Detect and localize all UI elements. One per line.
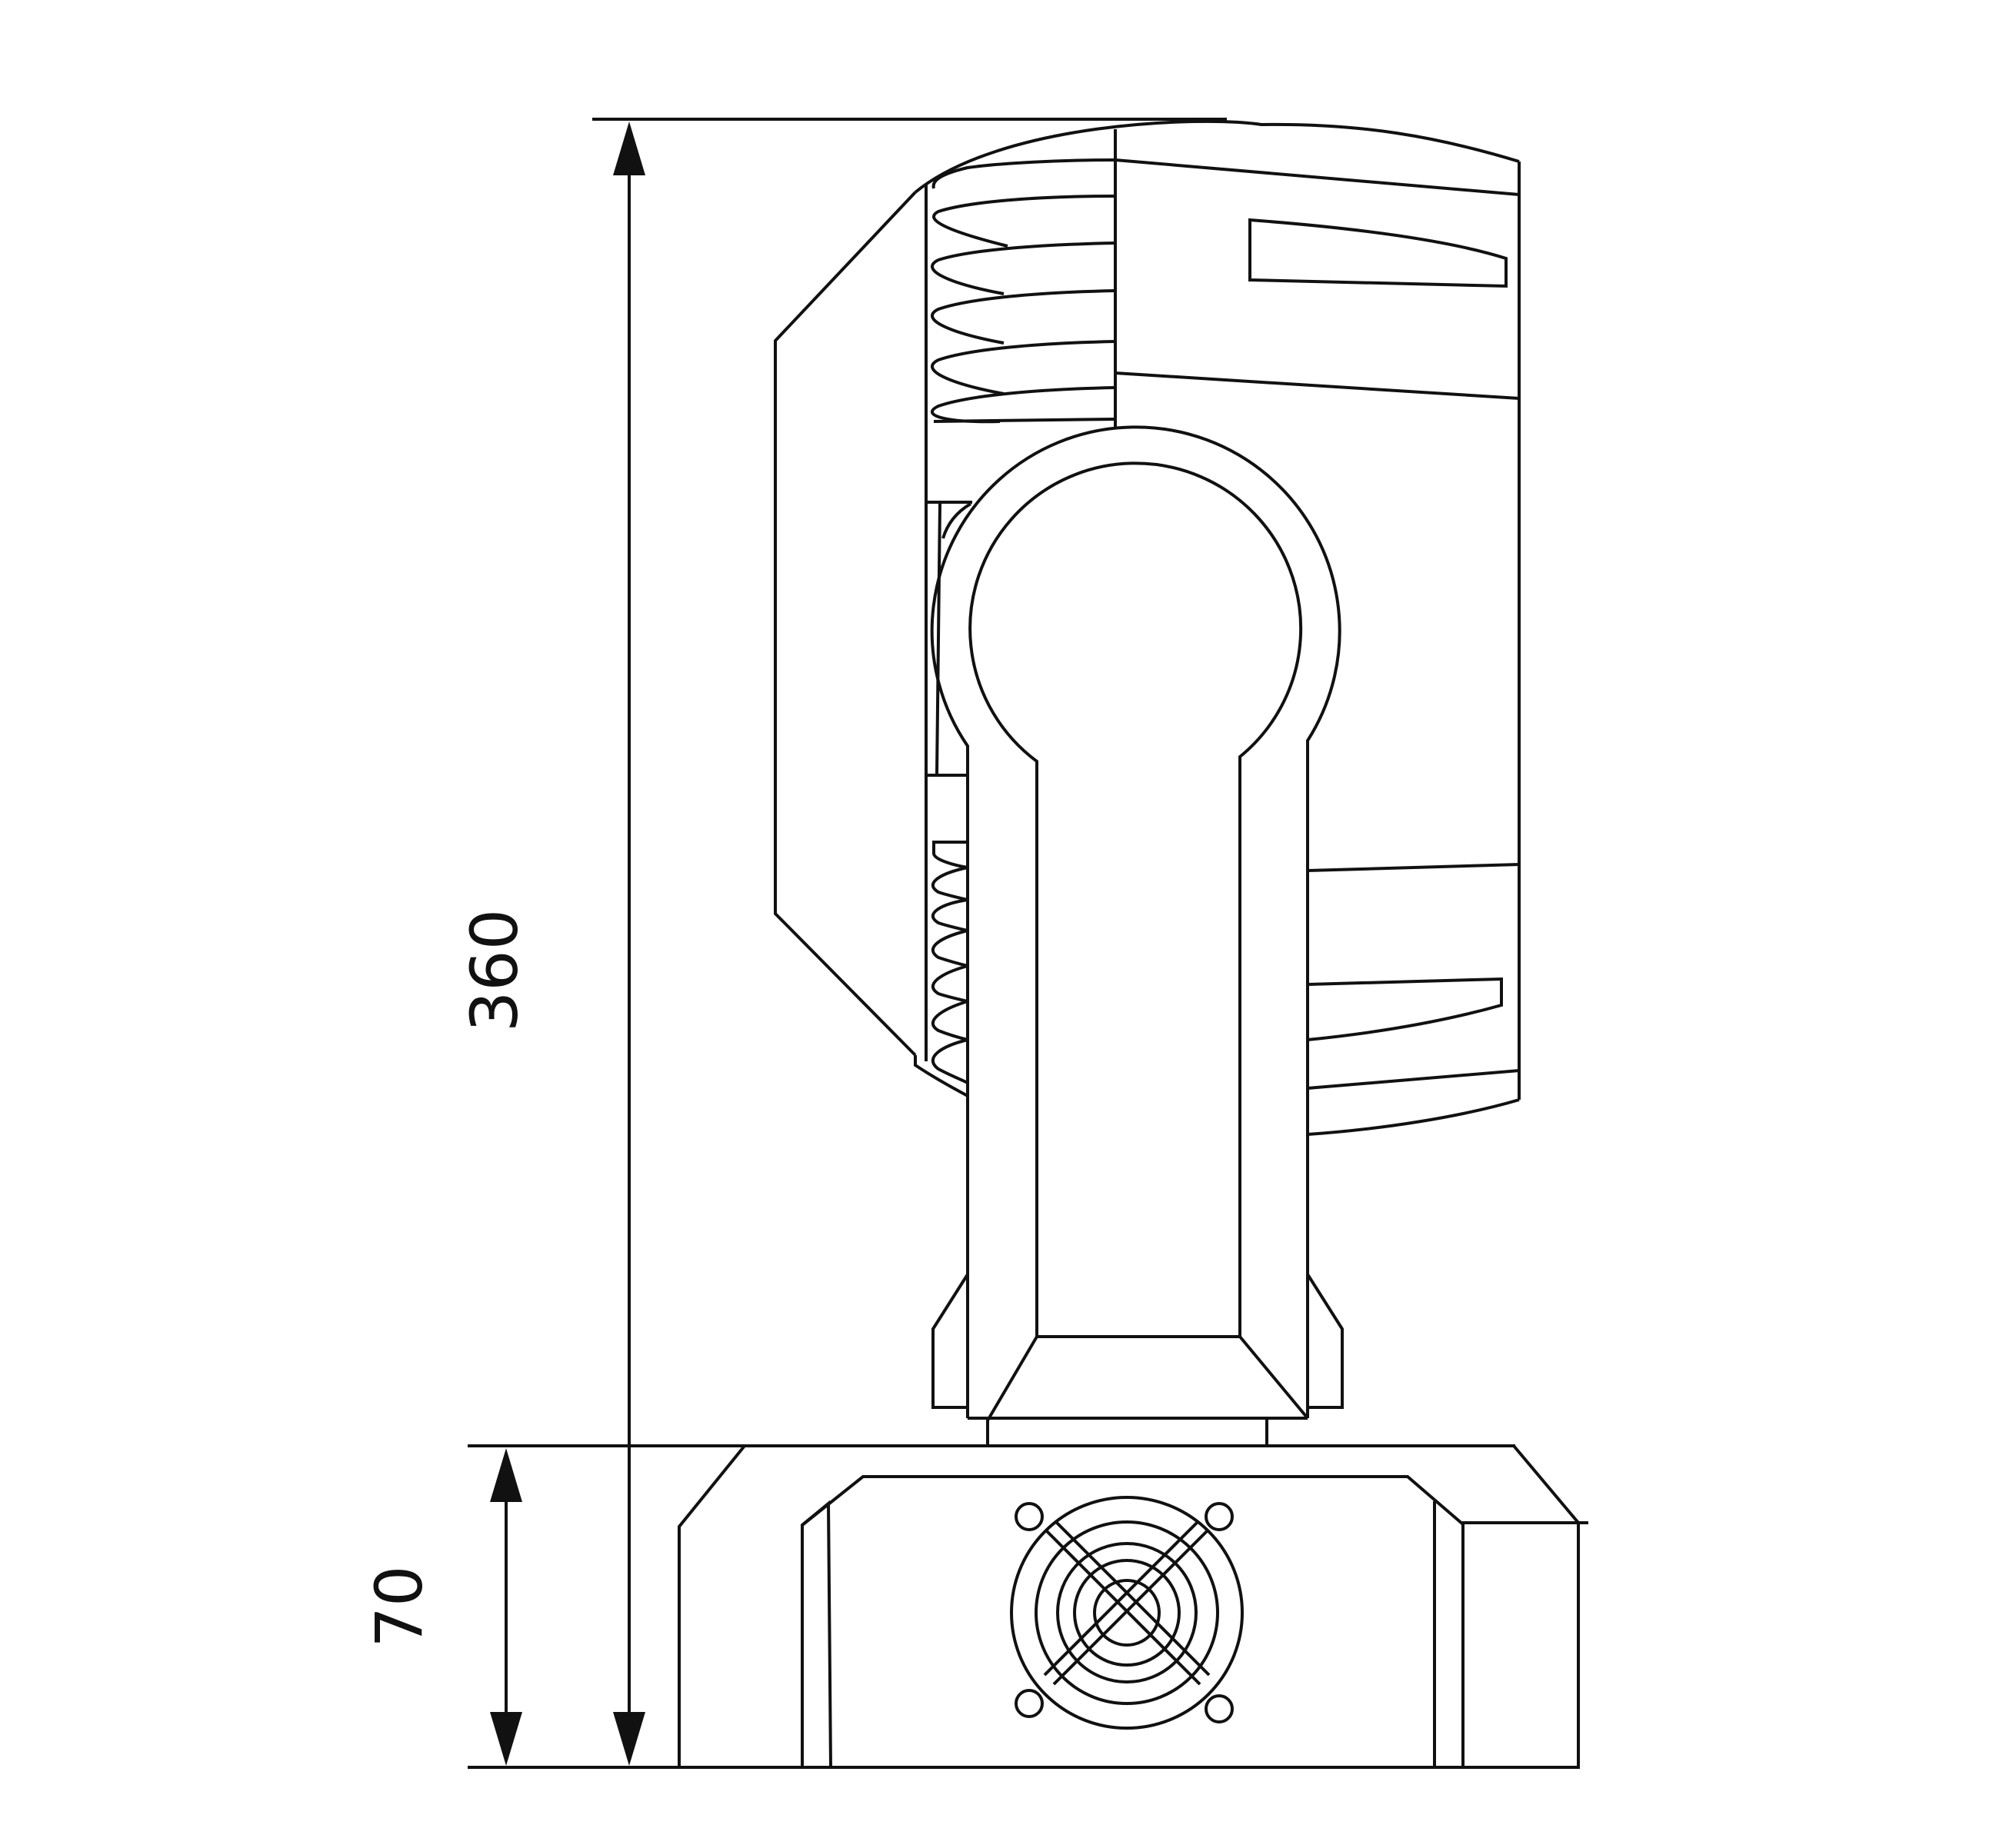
overall-bottom-arrowhead xyxy=(613,1712,645,1766)
base-outer-outline xyxy=(678,1444,1580,1769)
fan-bar xyxy=(1054,1520,1211,1677)
fin xyxy=(931,898,968,932)
yoke-inner-outline xyxy=(968,461,1303,1338)
fin xyxy=(931,866,968,901)
base-height-label: 70 xyxy=(362,1566,437,1648)
head-upper-fins xyxy=(931,158,1116,424)
head-upper-panel-line xyxy=(1115,371,1520,400)
fin xyxy=(931,241,1116,295)
fan-ring-4 xyxy=(1073,1559,1181,1667)
head-lower-fins xyxy=(931,841,968,1084)
fin-bottom xyxy=(933,418,1116,423)
fin xyxy=(931,929,968,967)
head-upper-vent-slot xyxy=(1248,218,1508,288)
base-panel-top xyxy=(801,1475,1465,1527)
fan-screw-hole-bottom-left xyxy=(1015,1689,1044,1718)
base xyxy=(678,1444,1588,1769)
fin xyxy=(932,841,968,869)
base-height-dimension: 70 xyxy=(362,1444,1515,1769)
overall-height-dimension: 360 xyxy=(457,118,1227,1769)
head-top-panel-line xyxy=(1115,158,1520,196)
moving-head-body xyxy=(774,119,1521,1136)
head-lower-panel-line xyxy=(1307,863,1520,872)
overall-height-label: 360 xyxy=(457,909,532,1032)
head-lens-inner-curve xyxy=(941,502,972,539)
head-lens-inner-line xyxy=(935,503,941,774)
fin xyxy=(931,1000,968,1041)
head-bottom-panel-line xyxy=(1307,1069,1520,1090)
overall-top-arrowhead xyxy=(613,122,645,175)
fin xyxy=(931,1038,968,1084)
head-front-lip xyxy=(914,1055,968,1097)
fan-bar xyxy=(1045,1529,1201,1686)
fin xyxy=(932,195,1116,248)
fan-ring-2 xyxy=(1035,1520,1219,1705)
yoke-arm xyxy=(930,425,1344,1446)
head-bottom-dome xyxy=(1307,1098,1520,1136)
base-bottom-arrowhead xyxy=(490,1712,522,1766)
yoke-right-pad xyxy=(1306,1273,1344,1409)
fin xyxy=(931,386,1116,424)
fan-bar xyxy=(1043,1520,1200,1677)
fin xyxy=(931,158,1116,189)
fin xyxy=(931,289,1116,345)
fan-outer-ring xyxy=(1010,1496,1244,1730)
yoke-left-pad xyxy=(931,1273,969,1409)
fan-bar xyxy=(1052,1529,1209,1686)
fan-screw-hole-bottom-right xyxy=(1205,1694,1234,1723)
base-panel-left-edge xyxy=(801,1500,832,1768)
yoke-bevel-right xyxy=(1238,1335,1309,1420)
yoke-bevel-left xyxy=(986,1335,1038,1422)
fin xyxy=(931,340,1116,395)
fin xyxy=(931,964,968,1003)
fan-grille xyxy=(1010,1496,1244,1730)
head-top-dome xyxy=(914,119,1520,194)
head-lower-vent-slot xyxy=(1307,977,1503,1041)
fan-screw-hole-top-left xyxy=(1015,1502,1044,1531)
fan-ring-3 xyxy=(1056,1542,1198,1683)
base-top-arrowhead xyxy=(490,1448,522,1502)
yoke-outer-outline xyxy=(930,425,1341,1418)
fan-ring-5 xyxy=(1093,1579,1161,1647)
fan-screw-hole-top-right xyxy=(1205,1502,1234,1531)
head-front-bezel xyxy=(774,191,917,1057)
